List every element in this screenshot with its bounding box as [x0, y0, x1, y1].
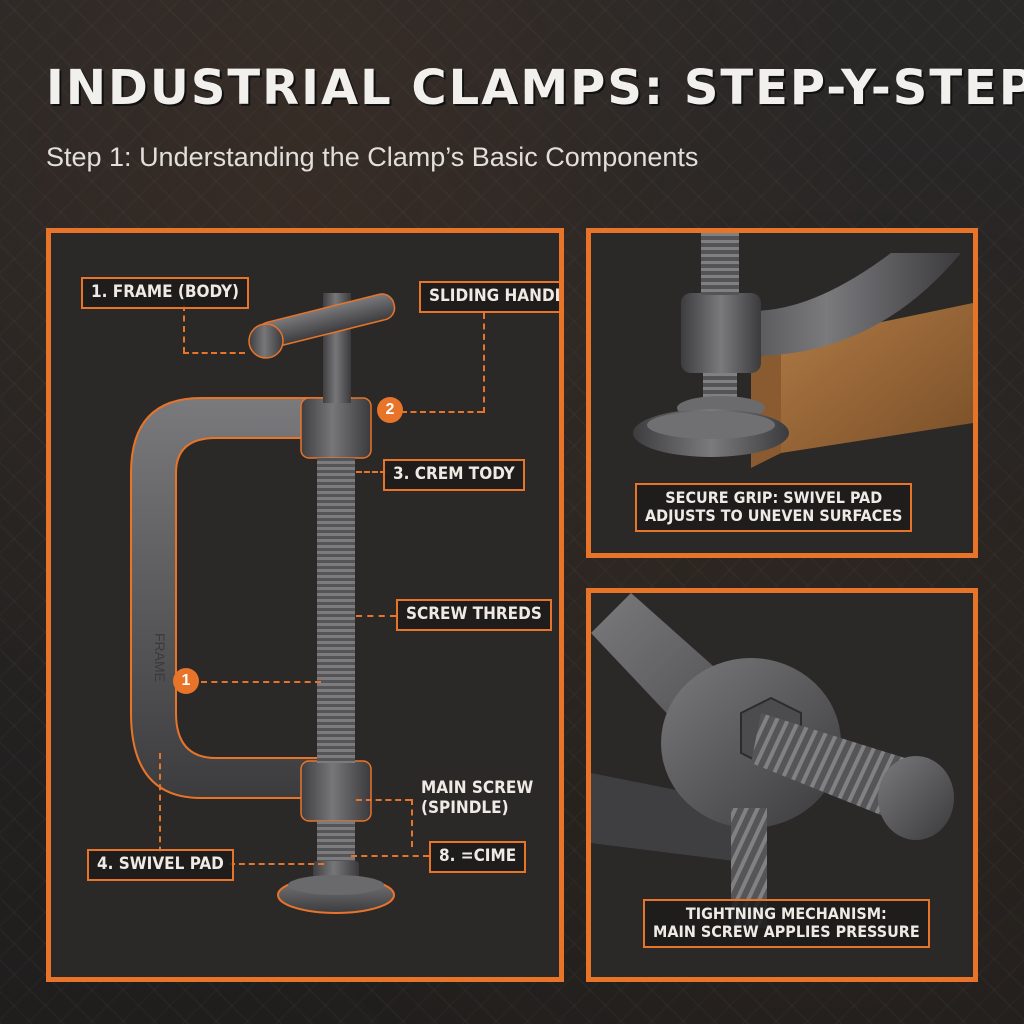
swivel-pad-closeup [633, 233, 973, 468]
swivel-pad-label: 4. SWIVEL PAD [87, 849, 234, 881]
frame-body-label: 1. FRAME (BODY) [81, 277, 250, 309]
crem-tody-label: 3. CREM TODY [383, 459, 525, 491]
secure-grip-caption: SECURE GRIP: SWIVEL PAD ADJUSTS TO UNEVE… [635, 483, 913, 532]
callout-badge-two: 2 [377, 397, 403, 423]
tightening-caption: TIGHTNING MECHANISM: MAIN SCREW APPLIES … [643, 899, 930, 948]
secure-grip-caption-line2: ADJUSTS TO UNEVEN SURFACES [645, 506, 903, 526]
tightening-caption-line2: MAIN SCREW APPLIES PRESSURE [653, 922, 920, 942]
page-subtitle: Step 1: Understanding the Clamp’s Basic … [46, 142, 699, 172]
swivel-pad-detail-panel: SECURE GRIP: SWIVEL PAD ADJUSTS TO UNEVE… [586, 228, 978, 558]
screw-threds-label: SCREW THREDS [396, 599, 552, 631]
secure-grip-caption-line1: SECURE GRIP: SWIVEL PAD [665, 488, 883, 507]
tightening-detail-panel: TIGHTNING MECHANISM: MAIN SCREW APPLIES … [586, 588, 978, 982]
svg-text:FRAME: FRAME [152, 633, 168, 682]
main-screw-label: MAIN SCREW (SPINDLE) [421, 778, 534, 818]
cime-label: 8. =CIME [429, 841, 527, 873]
callout-badge-one: 1 [173, 668, 199, 694]
c-clamp-illustration: FRAME [130, 293, 396, 914]
main-clamp-panel: FRAME 1. FRAME (BODY) SLIDING HANDLE 3. … [46, 228, 564, 982]
tightening-caption-line1: TIGHTNING MECHANISM: [685, 904, 887, 923]
sliding-handle-label: SLIDING HANDLE [419, 281, 559, 313]
page-title: INDUSTRIAL CLAMPS: STEP-Y-STEP [46, 60, 1024, 116]
